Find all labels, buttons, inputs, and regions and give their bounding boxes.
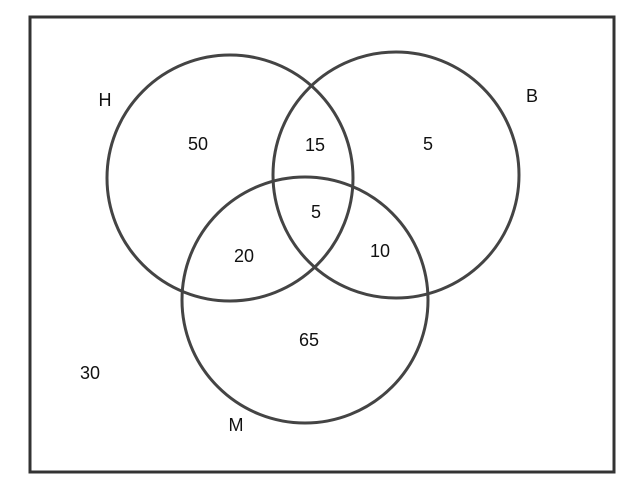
set-b-label: B <box>526 86 538 106</box>
set-m-circle <box>180 175 430 425</box>
region-h-and-b: 15 <box>305 135 325 155</box>
set-h-circle <box>105 53 355 303</box>
region-h-and-m: 20 <box>234 246 254 266</box>
region-h-b-and-m: 5 <box>311 202 321 222</box>
region-m-only: 65 <box>299 330 319 350</box>
region-outside: 30 <box>80 363 100 383</box>
region-b-and-m: 10 <box>370 241 390 261</box>
set-h-label: H <box>99 90 112 110</box>
region-h-only: 50 <box>188 134 208 154</box>
set-b-circle <box>271 50 521 300</box>
region-b-only: 5 <box>423 134 433 154</box>
set-m-label: M <box>229 415 244 435</box>
universal-set-frame <box>28 15 616 474</box>
